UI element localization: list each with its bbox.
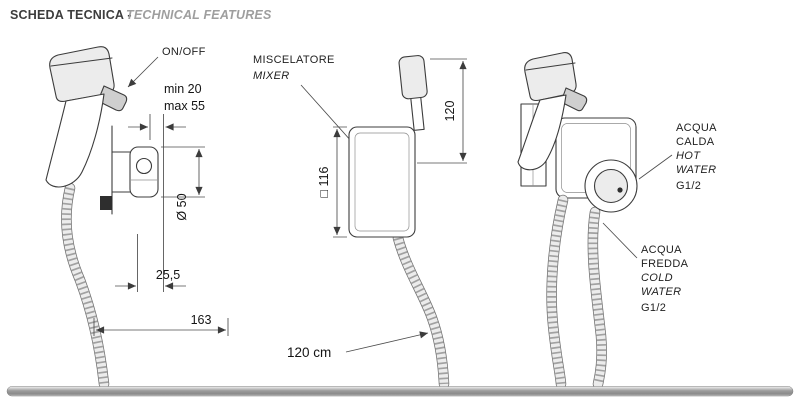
hand-shower-hose	[61, 182, 110, 390]
page-title: SCHEDA TECNICA -	[10, 8, 132, 22]
hot-water-leader	[638, 154, 673, 180]
holder-circle	[135, 157, 153, 175]
offset-dimension	[115, 234, 186, 292]
length-label: 163	[191, 313, 212, 327]
wall-set-drawing: ACQUA CALDA HOT WATER G1/2 ACQUA FREDDA …	[517, 52, 717, 390]
cold-label-thread: G1/2	[641, 302, 666, 314]
cold-label-fredda: FREDDA	[641, 258, 689, 270]
sprayer-handle	[45, 93, 105, 188]
max-depth-label: max 55	[164, 99, 205, 113]
cold-water-hose	[587, 206, 607, 390]
wall-outlet-block	[100, 196, 112, 210]
hot-label-water: WATER	[676, 164, 716, 176]
plate-size-dimension	[333, 126, 347, 238]
hot-label-acqua: ACQUA	[676, 122, 717, 134]
footer-bar	[6, 386, 794, 397]
mixer-lever	[398, 55, 428, 131]
length-dimension	[93, 318, 229, 336]
diameter-label: Ø 50	[175, 193, 189, 220]
min-depth-label: min 20	[164, 82, 202, 96]
mixer-plate-inner	[354, 132, 410, 232]
cold-label-cold: COLD	[641, 272, 673, 284]
cold-label-acqua: ACQUA	[641, 244, 682, 256]
page-subtitle: TECHNICAL FEATURES	[126, 8, 272, 22]
cold-label-water: WATER	[641, 286, 681, 298]
height-dimension	[417, 58, 467, 164]
hot-label-thread: G1/2	[676, 180, 701, 192]
mixer-hose	[392, 232, 450, 390]
mixer-label-en: MIXER	[253, 70, 290, 82]
min-max-dimension	[128, 114, 186, 292]
hot-water-hose	[546, 194, 569, 390]
hose-length-leader	[345, 331, 429, 353]
sprayer-handle-right	[517, 94, 567, 171]
on-off-label: ON/OFF	[162, 46, 206, 58]
plate-size-label: □ 116	[317, 166, 331, 197]
control-knob-inner	[593, 168, 629, 204]
knob-screw-dot	[617, 187, 623, 193]
sprayer-face-line	[50, 57, 113, 67]
sprayer-lever	[97, 85, 128, 112]
hot-label-hot: HOT	[676, 150, 701, 162]
mixer-label-it: MISCELATORE	[253, 54, 335, 66]
offset-label: 25,5	[156, 268, 180, 282]
hot-label-calda: CALDA	[676, 136, 715, 148]
hot-water-callout: ACQUA CALDA HOT WATER G1/2	[638, 122, 717, 192]
hose-length-label: 120 cm	[287, 345, 331, 360]
mixer-drawing: MISCELATORE MIXER 120 □ 116 12	[253, 54, 467, 390]
holder-arm-lines	[111, 151, 131, 193]
mixer-plate	[348, 126, 416, 238]
sprayer-face-line-right	[525, 62, 576, 71]
on-off-leader-line	[127, 56, 159, 88]
diameter-dimension	[161, 146, 205, 198]
hand-shower-drawing: ON/OFF min 20 max 55 Ø 50 25,5	[45, 46, 229, 390]
cold-water-leader	[602, 222, 638, 259]
height-label: 120	[443, 101, 457, 122]
cold-water-callout: ACQUA FREDDA COLD WATER G1/2	[602, 222, 689, 314]
sprayer-lever-right	[560, 87, 588, 112]
